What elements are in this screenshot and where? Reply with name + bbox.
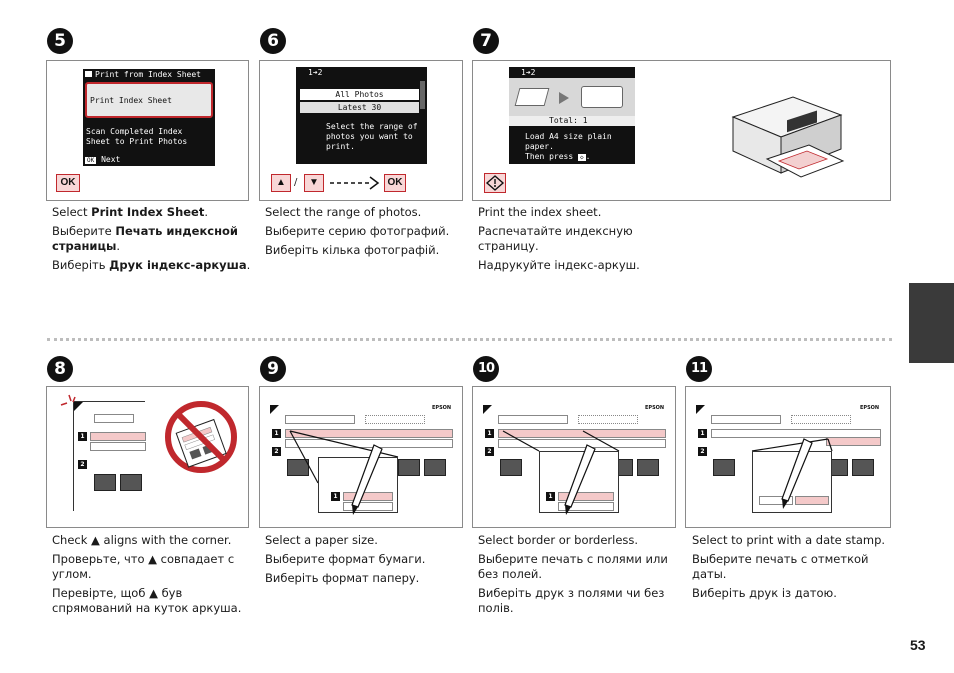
step-11-caption: Select to print with a date stamp. Выбер… bbox=[692, 533, 886, 600]
zoom-callout-lines bbox=[751, 438, 833, 452]
lcd-screen: Print from Index Sheet Print Index Sheet… bbox=[83, 69, 215, 166]
step-11-panel: EPSON 1 2 bbox=[685, 386, 891, 528]
brand-label: EPSON bbox=[645, 405, 665, 411]
lcd-total: Total: 1 bbox=[509, 116, 635, 126]
zoom-callout-lines bbox=[502, 430, 620, 452]
lcd-option-latest: Latest 30 bbox=[300, 102, 419, 113]
arrow-right-icon bbox=[559, 92, 569, 104]
slash-separator: / bbox=[294, 177, 298, 188]
step-number-6: 6 bbox=[260, 28, 286, 54]
lcd-header: 1➔2 bbox=[296, 67, 427, 78]
dashed-arrow-icon bbox=[330, 176, 380, 190]
corner-triangle-icon bbox=[270, 405, 279, 414]
step-7-caption: Print the index sheet. Распечатайте инде… bbox=[478, 205, 640, 272]
zoom-callout: 1 bbox=[539, 451, 619, 513]
step-7-panel: 1➔2 Total: 1 Load A4 size plain paper. T… bbox=[472, 60, 891, 201]
row-2-label: 2 bbox=[272, 447, 281, 456]
pen-icon bbox=[351, 444, 383, 515]
row-1-label: 1 bbox=[272, 429, 281, 438]
step-9-caption: Select a paper size. Выберите формат бум… bbox=[265, 533, 426, 585]
lcd-header: 1➔2 bbox=[509, 67, 635, 78]
step-10-caption: Select border or borderless. Выберите пе… bbox=[478, 533, 668, 615]
corner-marker-icon bbox=[60, 394, 76, 406]
lcd-message: Select the range of photos you want to p… bbox=[326, 122, 418, 151]
step-number-5: 5 bbox=[47, 28, 73, 54]
step-number-10: 10 bbox=[473, 356, 499, 382]
lcd-selected-item: Print Index Sheet bbox=[85, 82, 213, 118]
lcd-item-2: Scan Completed Index Sheet to Print Phot… bbox=[86, 127, 188, 146]
row-1-label: 1 bbox=[78, 432, 87, 441]
step-number-9: 9 bbox=[260, 356, 286, 382]
step-10-panel: EPSON 1 2 1 bbox=[472, 386, 676, 528]
step-6-panel: 1➔2 All Photos Latest 30 Select the rang… bbox=[259, 60, 463, 201]
lcd-option-all-photos: All Photos bbox=[300, 89, 419, 100]
corner-triangle-icon bbox=[483, 405, 492, 414]
prohibited-icon bbox=[165, 401, 237, 473]
lcd-title: Print from Index Sheet bbox=[83, 69, 215, 80]
brand-label: EPSON bbox=[860, 405, 880, 411]
printer-icon bbox=[85, 71, 92, 77]
corner-triangle-icon bbox=[74, 402, 83, 411]
step-6-caption: Select the range of photos. Выберите сер… bbox=[265, 205, 450, 257]
step-number-7: 7 bbox=[473, 28, 499, 54]
corner-triangle-icon bbox=[696, 405, 705, 414]
lcd-screen: 1➔2 All Photos Latest 30 Select the rang… bbox=[296, 67, 427, 164]
lcd-screen: 1➔2 Total: 1 Load A4 size plain paper. T… bbox=[509, 67, 635, 164]
lcd-scrollbar bbox=[420, 81, 425, 109]
brand-label: EPSON bbox=[432, 405, 452, 411]
lcd-footer: OK Next bbox=[85, 155, 121, 164]
pen-icon bbox=[781, 438, 813, 509]
pen-icon bbox=[564, 444, 596, 515]
page-number: 53 bbox=[910, 637, 926, 653]
step-8-caption: Check ▲ aligns with the corner. Проверьт… bbox=[52, 533, 242, 615]
dotted-divider bbox=[47, 338, 892, 341]
start-button[interactable] bbox=[484, 173, 506, 193]
row-1-label: 1 bbox=[698, 429, 707, 438]
ok-button[interactable]: OK bbox=[384, 174, 406, 192]
step-9-panel: EPSON 1 2 1 bbox=[259, 386, 463, 528]
start-icon bbox=[485, 175, 505, 191]
row-1-label: 1 bbox=[485, 429, 494, 438]
paper-load-illustration bbox=[509, 78, 635, 116]
step-number-8: 8 bbox=[47, 356, 73, 382]
chapter-side-tab bbox=[909, 283, 954, 363]
zoom-callout bbox=[752, 451, 832, 513]
start-key-icon: ◇ bbox=[578, 154, 586, 161]
step-number-11: 11 bbox=[686, 356, 712, 382]
row-2-label: 2 bbox=[485, 447, 494, 456]
row-2-label: 2 bbox=[698, 447, 707, 456]
ok-button[interactable]: OK bbox=[56, 174, 80, 192]
step-5-caption: Select Print Index Sheet. Выберите Печат… bbox=[52, 205, 251, 272]
row-2-label: 2 bbox=[78, 460, 87, 469]
up-button[interactable]: ▲ bbox=[271, 174, 291, 192]
printer-illustration bbox=[731, 96, 845, 178]
step-5-panel: Print from Index Sheet Print Index Sheet… bbox=[46, 60, 249, 201]
lcd-message: Load A4 size plain paper. Then press ◇. bbox=[525, 132, 612, 161]
down-button[interactable]: ▼ bbox=[304, 174, 324, 192]
index-sheet-corner: 1 2 bbox=[73, 401, 146, 511]
step-8-panel: 1 2 bbox=[46, 386, 249, 528]
